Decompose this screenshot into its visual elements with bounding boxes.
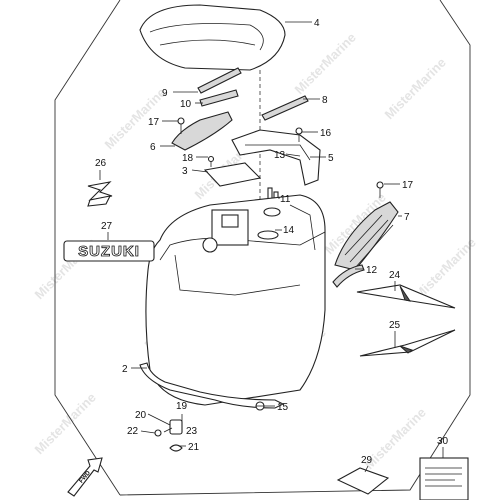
forward-direction-arrow: FWD	[67, 457, 103, 497]
callout-11: 11	[280, 194, 291, 205]
callout-15: 15	[277, 402, 289, 413]
callout-24: 24	[389, 270, 401, 281]
top-cover-part	[139, 4, 286, 71]
callout-19: 19	[176, 401, 188, 412]
seal-strip-part	[197, 67, 242, 94]
seal-strip-part	[332, 264, 365, 288]
side-decal-part	[359, 329, 456, 357]
silencer-frame-part	[231, 129, 321, 186]
brand-label-part: SUZUKI	[63, 240, 155, 262]
callout-25: 25	[389, 320, 401, 331]
callout-30: 30	[437, 436, 449, 447]
bolt-part	[255, 401, 265, 411]
callout-13: 13	[274, 150, 286, 161]
callout-14: 14	[283, 225, 295, 236]
brand-label-text: SUZUKI	[78, 243, 140, 260]
callout-17: 17	[148, 117, 160, 128]
callout-8: 8	[322, 95, 328, 106]
callout-27: 27	[101, 221, 113, 232]
callout-26: 26	[95, 158, 107, 169]
watermark-text: MisterMarine	[382, 55, 449, 122]
callout-2: 2	[122, 364, 128, 375]
bolt-part	[207, 155, 215, 167]
side-decal-part	[356, 284, 456, 309]
callout-16: 16	[320, 128, 332, 139]
seal-strip-part	[261, 95, 309, 121]
cover-plate-part	[203, 162, 262, 187]
callout-17: 17	[402, 180, 414, 191]
callout-23: 23	[186, 426, 198, 437]
callout-21: 21	[188, 442, 200, 453]
bolt-part	[376, 181, 384, 198]
air-duct-part	[334, 201, 399, 271]
assembly-frame	[54, 0, 471, 496]
seal-strip-part	[199, 89, 239, 107]
watermark-text: MisterMarine	[292, 30, 359, 97]
callout-labels: 4 9 10 8 17 6 16 13 5 18 3 26 17 7 11 14…	[95, 18, 449, 466]
watermark-text: MisterMarine	[412, 235, 479, 302]
callout-3: 3	[182, 166, 188, 177]
rim-seal-part	[139, 362, 285, 409]
callout-12: 12	[366, 265, 378, 276]
callout-18: 18	[182, 153, 194, 164]
callout-10: 10	[180, 99, 192, 110]
callout-6: 6	[150, 142, 156, 153]
callout-20: 20	[135, 410, 147, 421]
callout-7: 7	[404, 212, 410, 223]
manual-part	[419, 457, 469, 500]
leader-lines	[99, 21, 444, 473]
suzuki-emblem-part	[87, 181, 113, 207]
air-duct-part	[171, 111, 233, 151]
bolt-part	[295, 127, 303, 142]
callout-4: 4	[314, 18, 320, 29]
engine-cover-part	[145, 194, 326, 406]
tool-pouch-part	[336, 467, 390, 495]
callout-9: 9	[162, 88, 168, 99]
callout-29: 29	[361, 455, 373, 466]
callout-22: 22	[127, 426, 139, 437]
callout-5: 5	[328, 153, 334, 164]
